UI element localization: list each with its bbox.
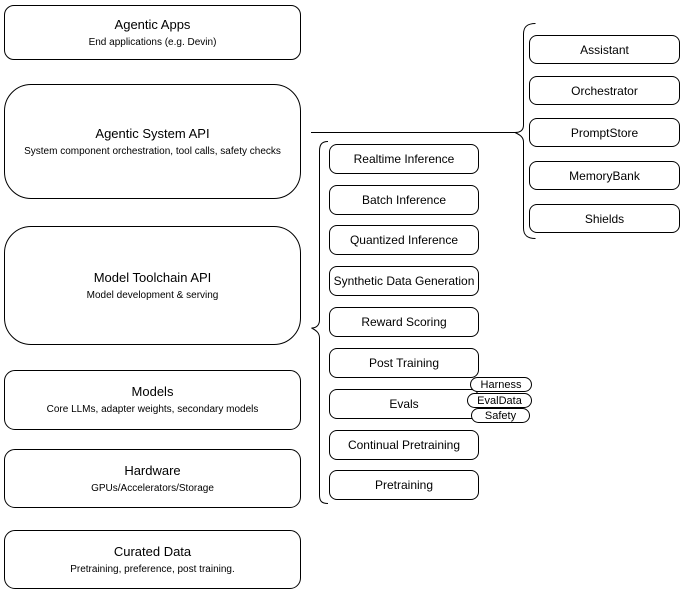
node-continual-pretraining: Continual Pretraining — [329, 430, 479, 460]
tag-evaldata: EvalData — [467, 393, 532, 408]
node-hardware: Hardware GPUs/Accelerators/Storage — [4, 449, 301, 508]
node-label: Post Training — [368, 356, 440, 370]
node-title: Curated Data — [113, 543, 192, 559]
node-label: Batch Inference — [361, 193, 447, 207]
node-subtitle: Pretraining, preference, post training. — [70, 563, 235, 575]
node-model-toolchain-api: Model Toolchain API Model development & … — [4, 226, 301, 345]
node-curated-data: Curated Data Pretraining, preference, po… — [4, 530, 301, 589]
node-title: Models — [131, 384, 174, 399]
tag-safety: Safety — [471, 408, 530, 423]
node-pretraining: Pretraining — [329, 470, 479, 500]
node-orchestrator: Orchestrator — [529, 76, 680, 105]
node-realtime-inference: Realtime Inference — [329, 144, 479, 174]
node-post-training: Post Training — [329, 348, 479, 378]
node-subtitle: Model development & serving — [86, 289, 219, 301]
node-subtitle: System component orchestration, tool cal… — [24, 145, 281, 157]
node-label: Reward Scoring — [361, 315, 447, 329]
node-title: Model Toolchain API — [93, 269, 212, 285]
node-agentic-system-api: Agentic System API System component orch… — [4, 84, 301, 199]
node-batch-inference: Batch Inference — [329, 185, 479, 215]
node-label: Pretraining — [374, 478, 434, 492]
node-subtitle: GPUs/Accelerators/Storage — [91, 482, 214, 494]
node-label: Orchestrator — [571, 83, 638, 98]
node-memorybank: MemoryBank — [529, 161, 680, 190]
node-title: Agentic Apps — [114, 16, 191, 32]
node-label: Continual Pretraining — [347, 438, 461, 452]
node-title: Hardware — [124, 462, 181, 478]
node-label: Realtime Inference — [353, 152, 455, 166]
tag-harness: Harness — [470, 377, 532, 392]
node-label: Assistant — [580, 42, 629, 57]
node-label: Synthetic Data Generation — [333, 274, 475, 288]
node-assistant: Assistant — [529, 35, 680, 64]
model-toolchain-brace — [311, 141, 329, 504]
node-shields: Shields — [529, 204, 680, 233]
node-synthetic-data-generation: Synthetic Data Generation — [329, 266, 479, 296]
tag-label: Harness — [480, 378, 522, 391]
node-models: Models Core LLMs, adapter weights, secon… — [4, 370, 301, 430]
node-label: PromptStore — [570, 125, 639, 140]
agentic-system-brace — [514, 23, 536, 239]
node-label: Evals — [389, 397, 419, 411]
node-subtitle: Core LLMs, adapter weights, secondary mo… — [46, 404, 259, 415]
node-title: Agentic System API — [95, 125, 210, 141]
node-label: MemoryBank — [569, 168, 640, 183]
node-evals: Evals — [329, 389, 479, 419]
node-reward-scoring: Reward Scoring — [329, 307, 479, 337]
node-quantized-inference: Quantized Inference — [329, 225, 479, 255]
node-promptstore: PromptStore — [529, 118, 680, 147]
node-subtitle: End applications (e.g. Devin) — [88, 36, 217, 48]
tag-label: EvalData — [477, 394, 522, 407]
node-label: Shields — [584, 211, 625, 226]
tag-label: Safety — [484, 409, 517, 422]
node-agentic-apps: Agentic Apps End applications (e.g. Devi… — [4, 5, 301, 60]
node-label: Quantized Inference — [349, 233, 459, 247]
